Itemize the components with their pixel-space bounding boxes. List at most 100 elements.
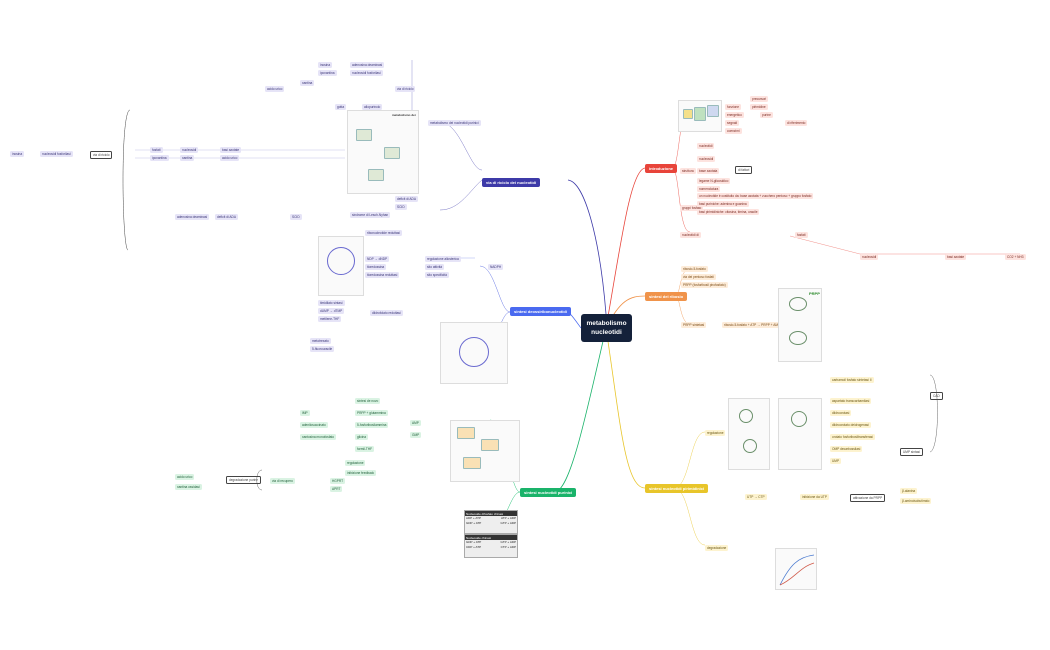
pur-node-7[interactable]: GMP <box>410 432 422 438</box>
ciclo-chain-a[interactable]: fosfati <box>150 147 163 153</box>
pur-node-11[interactable]: inibizione feedback <box>345 470 377 476</box>
pur-left-1[interactable]: sintesi de novo <box>355 398 381 404</box>
intro-node-di-fattori[interactable]: di fattori <box>735 166 753 174</box>
deossi-node-9[interactable]: timidilato sintasi <box>318 300 345 306</box>
deossi-node-13[interactable]: metotrexato <box>310 338 331 344</box>
intro-chain-4[interactable]: CO2 + NH3 <box>1005 254 1026 260</box>
ciclo-bottom-3[interactable]: SCID <box>290 214 302 220</box>
intro-chain-1[interactable]: fosfati <box>795 232 808 238</box>
ciclo-node-10[interactable]: allopurinolo <box>362 104 383 110</box>
pur-node-4[interactable]: formil-THF <box>355 446 375 452</box>
intro-node-pirimidine[interactable]: pirimidine <box>750 104 768 110</box>
intro-node-pirimidine-basi[interactable]: basi pirimidiniche: citosina, timina, ur… <box>697 209 760 215</box>
intro-node-struttura[interactable]: struttura <box>680 168 696 174</box>
pirim-node-regolazione[interactable]: regolazione <box>705 430 726 436</box>
ciclo-chain-d[interactable]: ipoxantina <box>150 155 169 161</box>
pirim-node-6[interactable]: OMP decarbossilasi <box>830 446 863 452</box>
pirim-node-7[interactable]: UMP <box>830 458 842 464</box>
intro-node-funzione[interactable]: funzione <box>725 104 742 110</box>
deossi-node-7[interactable]: sito attività <box>425 264 445 270</box>
deossi-node-8[interactable]: sito specificità <box>425 272 449 278</box>
ciclo-node-4[interactable]: nucleosidi fosforilasi <box>350 70 383 76</box>
deossi-node-3[interactable]: tioredossina <box>365 264 387 270</box>
pur-node-12[interactable]: via di recupero <box>270 478 295 484</box>
pirim-node-12[interactable]: degradazione <box>705 545 729 551</box>
ciclo-node-1[interactable]: metabolismo dei nucleotidi purinici <box>428 120 481 126</box>
pirim-node-2[interactable]: aspartato transcarbamilasi <box>830 398 872 404</box>
intro-chain-3[interactable]: basi azotate <box>945 254 967 260</box>
intro-chain-0[interactable]: nucleotidi di <box>680 232 701 238</box>
pirim-node-13[interactable]: β-alanina <box>900 488 918 494</box>
pirim-node-1[interactable]: carbamoil fosfato sintetasi II <box>830 377 874 383</box>
pirim-node-14[interactable]: β-aminoisobutirrato <box>900 498 932 504</box>
ciclo-chain-f[interactable]: acido urico <box>220 155 240 161</box>
branch-ciclo[interactable]: via di riciclo dei nucleotidi <box>482 178 541 187</box>
intro-node-segnali[interactable]: segnali <box>725 120 740 126</box>
pur-node-5[interactable]: IMP <box>300 410 310 416</box>
ribosio-node-3[interactable]: PRPP (fosforibosil pirofosfato) <box>681 282 728 288</box>
pirim-node-3[interactable]: diidroorotasi <box>830 410 852 416</box>
ciclo-far-left[interactable]: inosina <box>10 151 25 157</box>
deossi-node-4[interactable]: tioredossina reduttasi <box>365 272 400 278</box>
ciclo-bottom-2[interactable]: deficit di ADA <box>215 214 238 220</box>
branch-sintesi-deossi[interactable]: sintesi deossiribonucleotidi <box>510 307 571 316</box>
intro-node-gruppi-fosfato[interactable]: gruppi fosfato <box>680 205 704 211</box>
intro-node-energetico[interactable]: energetico <box>725 112 744 118</box>
branch-sintesi-ribosio[interactable]: sintesi del ribosio <box>645 292 688 301</box>
deossi-node-6[interactable]: regolazione allosterica <box>425 256 461 262</box>
pirim-box-cad[interactable]: CAD <box>930 392 943 400</box>
ciclo-node-7[interactable]: xantina <box>300 80 315 86</box>
ciclo-left-box[interactable]: via di riciclo <box>90 151 113 159</box>
branch-introduzione[interactable]: introduzione <box>645 164 677 173</box>
pirim-node-10[interactable]: inibizione da UTP <box>800 494 829 500</box>
branch-sintesi-purine[interactable]: sintesi nucleotidi purinici <box>520 488 577 497</box>
ribosio-node-2[interactable]: via dei pentoso fosfati <box>681 274 716 280</box>
pur-node-16[interactable]: xantina ossidasi <box>175 484 202 490</box>
intro-node-base-azotata[interactable]: base azotata <box>697 168 720 174</box>
intro-node-purine[interactable]: purine <box>760 112 773 118</box>
intro-node-nucleosidi[interactable]: nucleosidi <box>697 156 716 162</box>
ciclo-far-left-2[interactable]: nucleosidi fosforilasi <box>40 151 73 157</box>
ciclo-bottom-1[interactable]: adenosina deaminasi <box>175 214 210 220</box>
pur-node-6[interactable]: AMP <box>410 420 421 426</box>
ribosio-node-4[interactable]: PRPP sintetasi <box>681 322 707 328</box>
pur-node-13[interactable]: HGPRT <box>330 478 346 484</box>
ribosio-node-5[interactable]: ribosio-5-fosfato + ATP → PRPP + AMP <box>722 322 783 328</box>
pur-left-2[interactable]: degradazione purine <box>226 476 262 484</box>
ciclo-node-3[interactable]: adenosina deaminasi <box>350 62 385 68</box>
pur-node-3[interactable]: glicina <box>355 434 369 440</box>
deossi-node-2[interactable]: NDP → dNDP <box>365 256 390 262</box>
pirim-node-8[interactable]: UTP → CTP <box>745 494 767 500</box>
ribosio-node-1[interactable]: ribosio-5-fosfato <box>681 266 708 272</box>
ciclo-node-5[interactable]: inosina <box>318 62 333 68</box>
pirim-box-ump-sintasi[interactable]: UMP sintasi <box>900 448 923 456</box>
pur-node-1[interactable]: PRPP + glutammina <box>355 410 388 416</box>
deossi-node-1[interactable]: ribonucleotide reduttasi <box>365 230 402 236</box>
pur-node-2[interactable]: 5-fosforibosilammina <box>355 422 389 428</box>
pirim-node-11[interactable]: attivazione da PRPP <box>850 494 886 502</box>
intro-node-precursori[interactable]: precursori <box>750 96 769 102</box>
ciclo-node-6[interactable]: ipoxantina <box>318 70 337 76</box>
deossi-node-5[interactable]: NADPH <box>488 264 504 270</box>
intro-node-coenzimi[interactable]: coenzimi <box>725 128 742 134</box>
deossi-node-12[interactable]: diidrofolato reduttasi <box>370 310 403 316</box>
ciclo-node-12[interactable]: SCID <box>395 204 407 210</box>
pur-node-9[interactable]: xantosina monofosfato <box>300 434 337 440</box>
branch-sintesi-pirimidine[interactable]: sintesi nucleotidi pirimidinici <box>645 484 709 493</box>
intro-node-nucleotidi[interactable]: nucleotidi <box>697 143 715 149</box>
ciclo-node-8[interactable]: acido urico <box>265 86 285 92</box>
intro-node-purine-basi[interactable]: basi puriniche: adenina e guanina <box>697 201 749 207</box>
intro-chain-2[interactable]: nucleosidi <box>860 254 879 260</box>
ciclo-chain-c[interactable]: basi azotate <box>220 147 242 153</box>
ciclo-node-9[interactable]: gotta <box>335 104 347 110</box>
pur-node-15[interactable]: acido urico <box>175 474 195 480</box>
pur-node-14[interactable]: APRT <box>330 486 343 492</box>
deossi-node-10[interactable]: dUMP → dTMP <box>318 308 345 314</box>
pur-node-10[interactable]: regolazione <box>345 460 366 466</box>
intro-node-legame[interactable]: legame N-glicosidico <box>697 178 731 184</box>
intro-node-di-riferimento[interactable]: di riferimento <box>785 120 808 126</box>
central-topic[interactable]: metabolismo nucleotidi <box>581 314 632 342</box>
ciclo-node-2[interactable]: via di riciclo <box>395 86 416 92</box>
ciclo-chain-e[interactable]: xantina <box>180 155 195 161</box>
ciclo-chain-b[interactable]: nucleosidi <box>180 147 199 153</box>
